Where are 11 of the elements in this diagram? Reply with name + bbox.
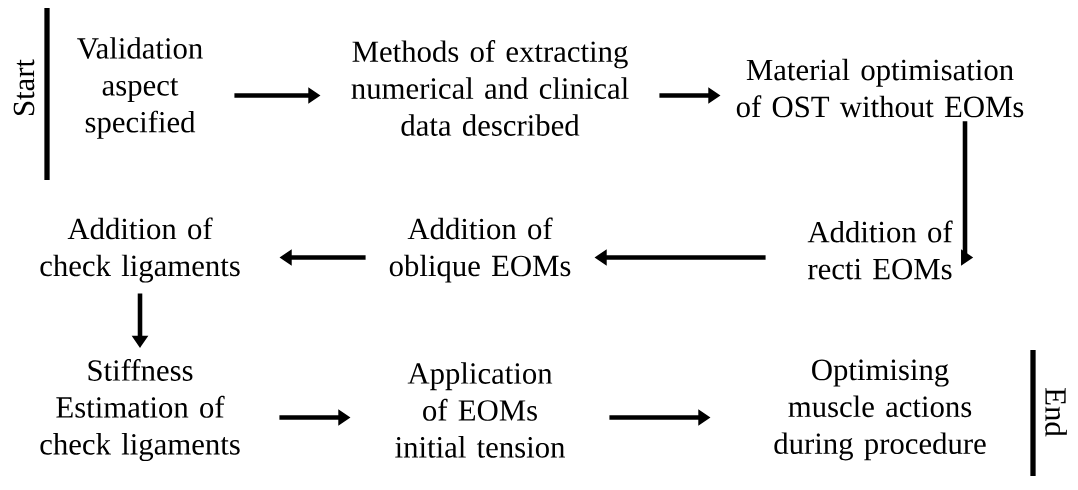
- step-text: Addition of check ligaments: [40, 217, 240, 283]
- step-text: Stiffness Estimation of check ligaments: [40, 358, 240, 462]
- step-text: Methods of extracting numerical and clinical data described: [351, 40, 629, 136]
- step-text: Addition of recti EOMs: [807, 220, 953, 280]
- step-text: Validation aspect specified: [77, 37, 203, 139]
- step-text: Material optimisation of OST without EOMs: [736, 58, 1024, 118]
- step-text: Application of EOMs initial tension: [395, 362, 565, 458]
- start-label: Start: [13, 59, 35, 115]
- end-label: End: [1045, 388, 1067, 437]
- step-text: Addition of oblique EOMs: [389, 217, 571, 283]
- step-text: Optimising muscle actions during procedure: [774, 359, 986, 461]
